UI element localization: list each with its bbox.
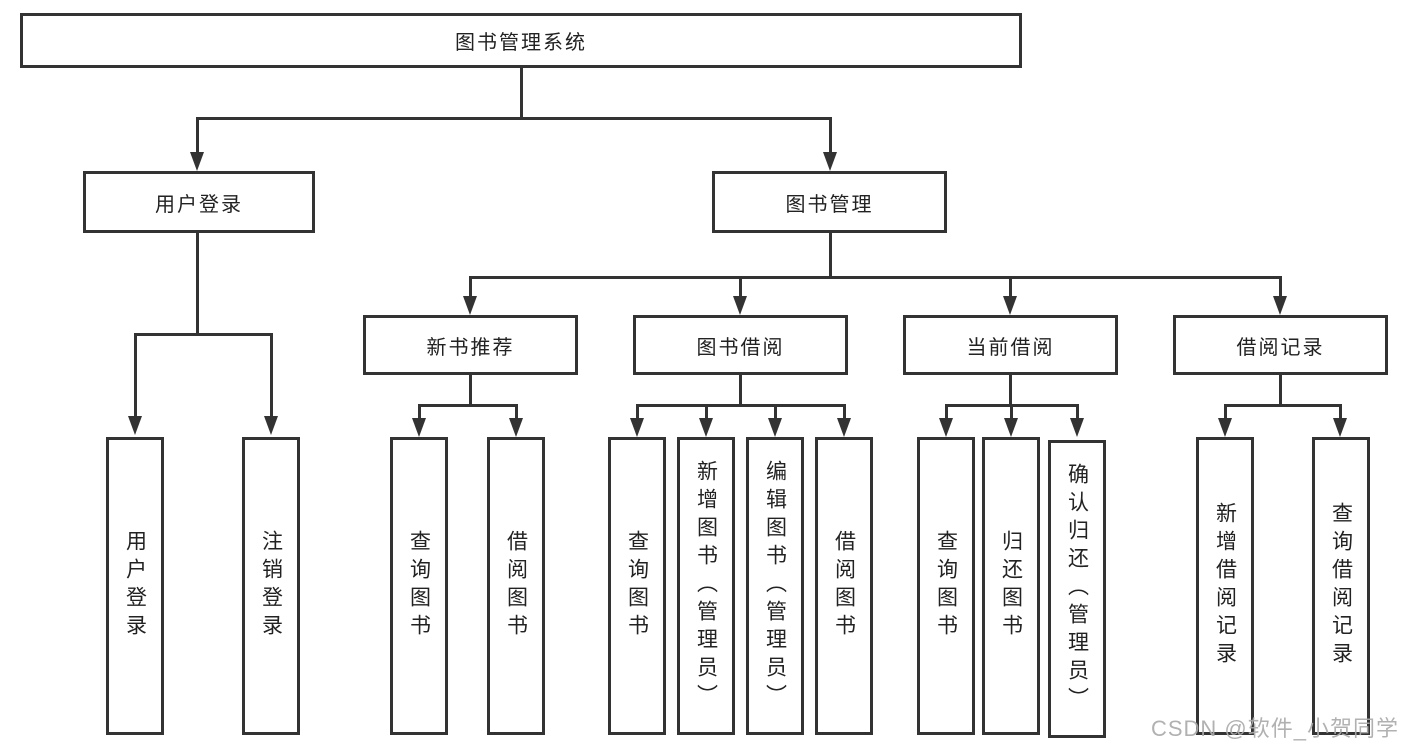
arrowhead-down-icon xyxy=(509,418,523,437)
connector-line xyxy=(1009,276,1012,298)
arrowhead-down-icon xyxy=(1004,418,1018,437)
connector-line xyxy=(1279,375,1282,407)
node-label: 借阅图书 xyxy=(504,530,528,642)
connector-line xyxy=(1009,375,1012,407)
arrowhead-down-icon xyxy=(823,152,837,171)
arrowhead-down-icon xyxy=(630,418,644,437)
node-return-books: 归还图书 xyxy=(982,437,1040,735)
connector-line xyxy=(196,233,199,335)
arrowhead-down-icon xyxy=(699,418,713,437)
connector-line xyxy=(418,404,421,420)
node-query-books-recommend: 查询图书 xyxy=(390,437,448,735)
arrowhead-down-icon xyxy=(1003,296,1017,315)
arrowhead-down-icon xyxy=(733,296,747,315)
connector-line xyxy=(134,333,137,417)
arrowhead-down-icon xyxy=(837,418,851,437)
connector-line xyxy=(1010,404,1013,420)
connector-line xyxy=(1224,404,1227,420)
connector-line xyxy=(134,333,273,336)
node-confirm-return-admin: 确认归还（管理员） xyxy=(1048,440,1106,738)
connector-line xyxy=(515,404,518,420)
node-label: 查询图书 xyxy=(407,530,431,642)
connector-line xyxy=(196,117,199,157)
connector-line xyxy=(196,117,832,120)
node-label: 查询图书 xyxy=(934,530,958,642)
node-borrow-books-recommend: 借阅图书 xyxy=(487,437,545,735)
node-add-book-admin: 新增图书（管理员） xyxy=(677,437,735,735)
node-label: 确认归还（管理员） xyxy=(1065,463,1089,715)
node-user-login: 用户登录 xyxy=(83,171,315,233)
node-edit-book-admin: 编辑图书（管理员） xyxy=(746,437,804,735)
node-label: 注销登录 xyxy=(259,530,283,642)
node-label: 新增图书（管理员） xyxy=(694,460,718,712)
arrowhead-down-icon xyxy=(1273,296,1287,315)
node-add-borrow-record: 新增借阅记录 xyxy=(1196,437,1254,735)
connector-line xyxy=(705,404,708,420)
csdn-watermark: CSDN @软件_小贺同学 xyxy=(1150,716,1399,741)
arrowhead-down-icon xyxy=(1333,418,1347,437)
connector-line xyxy=(1224,404,1342,407)
connector-line xyxy=(829,233,832,278)
node-library-system: 图书管理系统 xyxy=(20,13,1022,68)
node-label: 编辑图书（管理员） xyxy=(763,460,787,712)
node-label: 查询借阅记录 xyxy=(1329,502,1353,670)
node-logout: 注销登录 xyxy=(242,437,300,735)
node-borrow-books: 借阅图书 xyxy=(815,437,873,735)
connector-line xyxy=(520,68,523,119)
connector-line xyxy=(469,276,472,298)
connector-line xyxy=(1076,404,1079,420)
node-user-login-leaf: 用户登录 xyxy=(106,437,164,735)
connector-line xyxy=(774,404,777,420)
arrowhead-down-icon xyxy=(264,416,278,435)
arrowhead-down-icon xyxy=(939,418,953,437)
connector-line xyxy=(739,375,742,407)
connector-line xyxy=(636,404,846,407)
node-query-books-borrow: 查询图书 xyxy=(608,437,666,735)
node-label: 借阅图书 xyxy=(832,530,856,642)
connector-line xyxy=(1279,276,1282,298)
arrowhead-down-icon xyxy=(768,418,782,437)
connector-line xyxy=(1339,404,1342,420)
connector-line xyxy=(469,276,1282,279)
node-book-management: 图书管理 xyxy=(712,171,947,233)
connector-line xyxy=(945,404,948,420)
node-label: 用户登录 xyxy=(123,530,147,642)
arrowhead-down-icon xyxy=(412,418,426,437)
node-borrowing-records: 借阅记录 xyxy=(1173,315,1388,375)
node-new-book-recommend: 新书推荐 xyxy=(363,315,578,375)
node-current-borrowing: 当前借阅 xyxy=(903,315,1118,375)
connector-line xyxy=(843,404,846,420)
node-query-borrow-record: 查询借阅记录 xyxy=(1312,437,1370,735)
arrowhead-down-icon xyxy=(128,416,142,435)
arrowhead-down-icon xyxy=(1218,418,1232,437)
node-label: 查询图书 xyxy=(625,530,649,642)
connector-line xyxy=(829,117,832,157)
node-query-books-current: 查询图书 xyxy=(917,437,975,735)
connector-line xyxy=(418,404,518,407)
connector-line xyxy=(636,404,639,420)
arrowhead-down-icon xyxy=(463,296,477,315)
arrowhead-down-icon xyxy=(190,152,204,171)
connector-line xyxy=(270,333,273,417)
node-label: 新增借阅记录 xyxy=(1213,502,1237,670)
connector-line xyxy=(739,276,742,298)
connector-line xyxy=(469,375,472,407)
node-book-borrowing: 图书借阅 xyxy=(633,315,848,375)
node-label: 归还图书 xyxy=(999,530,1023,642)
arrowhead-down-icon xyxy=(1070,418,1084,437)
